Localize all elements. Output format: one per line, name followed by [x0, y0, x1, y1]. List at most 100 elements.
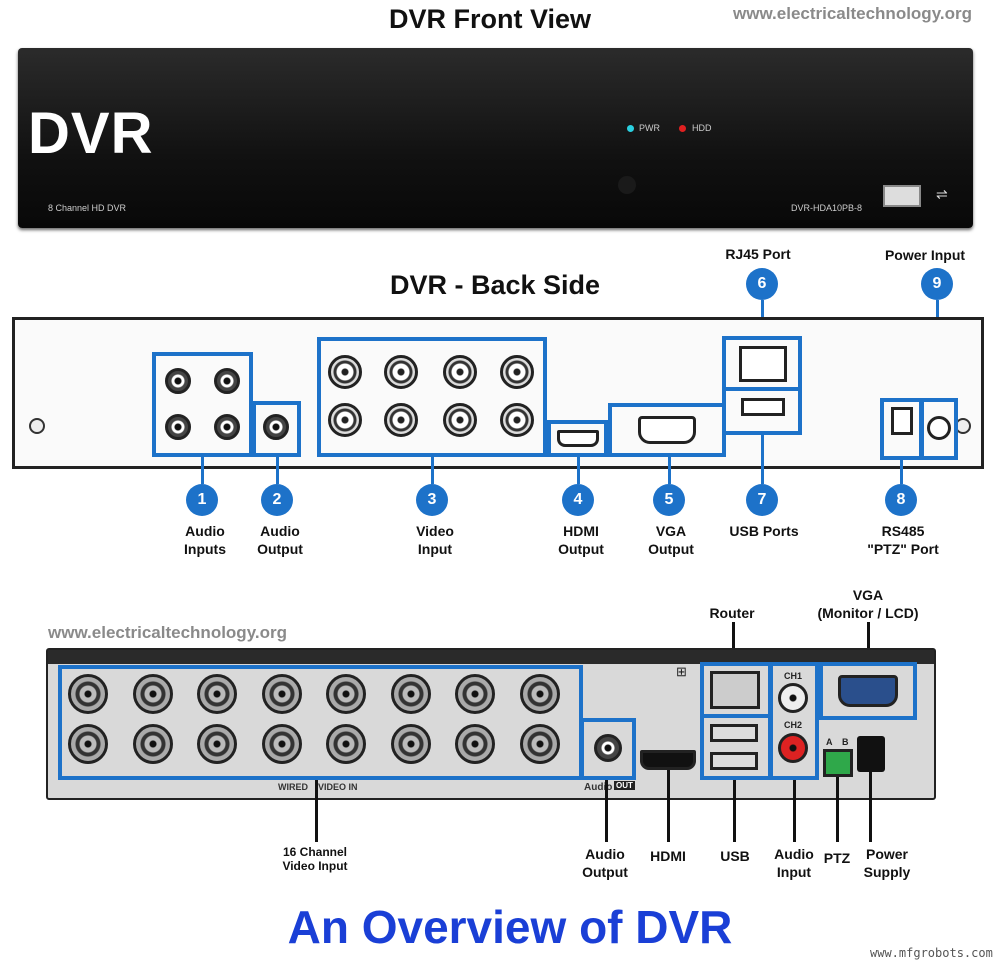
- front-view-title: DVR Front View: [388, 4, 592, 34]
- overview-title: An Overview of DVR: [287, 901, 733, 953]
- line-8: [900, 460, 903, 484]
- line-5: [668, 457, 671, 484]
- audio-inputs-highlight: [152, 352, 253, 457]
- label-vga-monitor-l1: VGA: [852, 587, 884, 603]
- audio-out-16ch-jack: [594, 734, 622, 762]
- badge-1: 1: [186, 484, 218, 516]
- label-router: Router: [709, 605, 755, 621]
- hdmi-output-highlight: [547, 420, 608, 457]
- hdmi-16ch-port: [640, 750, 696, 770]
- rs485-terminal: [891, 407, 913, 435]
- usb-ports-highlight: [722, 387, 802, 435]
- usb-port-back: [741, 398, 785, 416]
- label-video-input-l2: Input: [417, 541, 453, 557]
- front-usb-port: [883, 185, 921, 207]
- watermark-mid: www.electricaltechnology.org: [48, 623, 287, 642]
- label-usb-ports: USB Ports: [729, 523, 799, 539]
- line-power: [869, 772, 872, 842]
- power-input-highlight: [920, 398, 958, 460]
- label-audio-inputs: Audio Inputs: [165, 522, 245, 558]
- label-power-supply-l2: Supply: [863, 864, 911, 880]
- video-16ch-bnc-10: [132, 724, 173, 764]
- line-3: [431, 457, 434, 484]
- video-in-bnc-3: [443, 355, 477, 389]
- video-16ch-bnc-7: [455, 674, 495, 714]
- ch1-silk: CH1: [784, 671, 803, 681]
- label-16ch-video: 16 Channel Video Input: [265, 845, 365, 873]
- label-vga-output: VGA Output: [631, 522, 711, 558]
- audio-in-ch1-jack: [778, 683, 808, 713]
- video-16ch-bnc-1: [68, 674, 108, 714]
- label-power-input: Power Input: [884, 247, 966, 263]
- label-power-supply-l1: Power: [865, 846, 908, 862]
- front-logo: DVR: [28, 101, 154, 166]
- label-rs485-ptz: RS485 "PTZ" Port: [855, 522, 951, 558]
- audio-output-16ch-highlight: [580, 718, 636, 780]
- label-rs485-l1: RS485: [881, 523, 925, 539]
- label-vga-monitor-l2: (Monitor / LCD): [817, 605, 919, 621]
- rj45-16ch-socket: [710, 671, 760, 709]
- label-rs485-l2: "PTZ" Port: [867, 541, 939, 557]
- hdd-led-label: HDD: [692, 123, 712, 133]
- label-rj45-port: RJ45 Port: [725, 246, 791, 262]
- badge-7: 7: [746, 484, 778, 516]
- video-16ch-bnc-9: [68, 724, 108, 764]
- video-16ch-bnc-16: [519, 724, 560, 764]
- video-16ch-bnc-11: [197, 724, 237, 764]
- label-hdmi: HDMI: [650, 848, 686, 864]
- hdmi-port: [557, 430, 599, 447]
- label-audio-output-16ch-l1: Audio: [585, 846, 625, 862]
- line-hdmi: [667, 770, 670, 842]
- badge-9: 9: [921, 268, 953, 300]
- pwr-led-label: PWR: [639, 123, 660, 133]
- line-router: [732, 622, 735, 664]
- video-in-bnc-5: [328, 403, 362, 437]
- badge-4: 4: [562, 484, 594, 516]
- label-16ch-l2: Video Input: [282, 859, 348, 873]
- ptz-terminal: [823, 749, 853, 777]
- vga-port: [638, 416, 696, 444]
- usb-16ch-port-1: [710, 724, 758, 742]
- audio-input-16ch-highlight: [769, 662, 819, 780]
- line-audio-in: [793, 780, 796, 842]
- line-audio-out: [605, 780, 608, 842]
- badge-3: 3: [416, 484, 448, 516]
- label-hdmi-output-l2: Output: [558, 541, 604, 557]
- video-16ch-bnc-14: [390, 724, 431, 764]
- usb-symbol-icon: ⇌: [936, 186, 948, 202]
- label-hdmi-output-l1: HDMI: [563, 523, 599, 539]
- label-video-input-l1: Video: [416, 523, 454, 539]
- ch2-silk: CH2: [784, 720, 803, 730]
- video-16ch-bnc-6: [390, 674, 431, 714]
- audio-in-jack-3: [165, 414, 191, 440]
- label-audio-input-l2: Input: [776, 864, 812, 880]
- label-audio-output-16ch: Audio Output: [570, 845, 640, 881]
- label-power-supply: Power Supply: [856, 845, 918, 881]
- label-audio-output: Audio Output: [240, 522, 320, 558]
- audio-silk: Audio: [584, 782, 613, 793]
- pwr-led-icon: [627, 125, 634, 132]
- line-7: [761, 435, 764, 484]
- badge-8: 8: [885, 484, 917, 516]
- watermark-bottom: www.mfgrobots.com: [870, 946, 993, 960]
- wired-video-in-silk: WIRED VIDEO IN: [278, 782, 358, 792]
- power-supply-jack: [857, 736, 885, 772]
- dvr-back-panel-16ch: [46, 648, 936, 800]
- video-input-highlight: [317, 337, 547, 457]
- label-audio-output-16ch-l2: Output: [582, 864, 628, 880]
- ptz-a-silk: A: [826, 737, 833, 747]
- ir-window: [618, 176, 636, 194]
- audio-in-jack-1: [165, 368, 191, 394]
- label-vga-output-l1: VGA: [655, 523, 687, 539]
- audio-in-jack-2: [214, 368, 240, 394]
- dvr-front-panel: DVR 8 Channel HD DVR DVR-HDA10PB-8 PWR H…: [18, 48, 973, 228]
- badge-5: 5: [653, 484, 685, 516]
- audio-in-ch2-jack: [778, 733, 808, 763]
- video-in-bnc-2: [384, 355, 418, 389]
- label-audio-inputs-l1: Audio: [185, 523, 225, 539]
- line-ptz: [836, 777, 839, 842]
- vga-16ch-highlight: [819, 662, 917, 720]
- network-icon: ⊞: [676, 664, 687, 679]
- video-16ch-bnc-8: [519, 674, 560, 714]
- watermark-top: www.electricaltechnology.org: [733, 4, 972, 23]
